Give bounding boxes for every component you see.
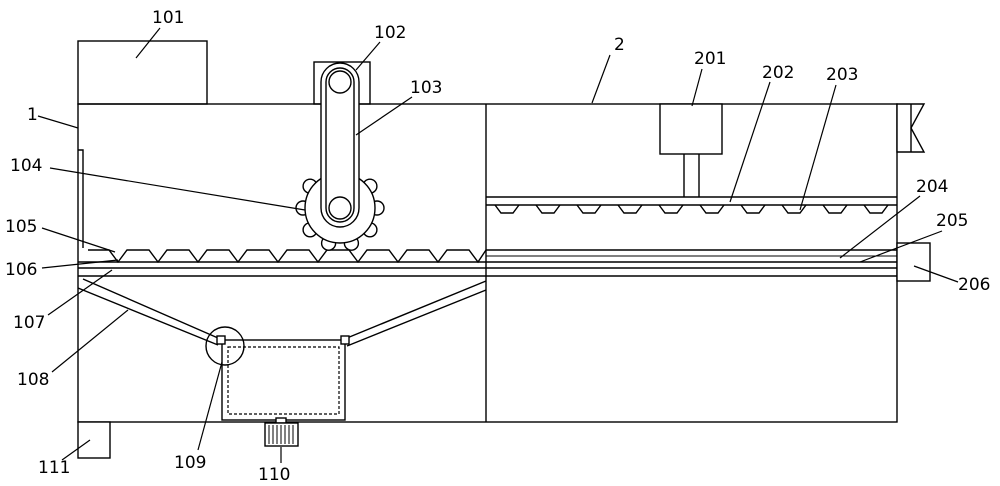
collection-box-109 (221, 339, 346, 421)
belt-103-outer (320, 62, 360, 228)
label-105: 105 (5, 217, 37, 237)
label-201: 201 (694, 49, 726, 69)
label-110: 110 (258, 465, 290, 485)
collection-box-inner (227, 346, 340, 415)
funnel-left-inner (82, 278, 219, 339)
leader-lines (37, 27, 959, 463)
label-205: 205 (936, 211, 968, 231)
sawtooth-plate-105 (88, 249, 487, 264)
press-teeth-203 (494, 204, 889, 214)
label-109: 109 (174, 453, 206, 473)
pulley-top (328, 70, 352, 94)
funnel-left-outer (77, 287, 219, 346)
belt-103-inner (325, 67, 355, 223)
top-box-101 (77, 40, 208, 105)
leg-111 (77, 421, 111, 459)
motor-110-fins (268, 425, 294, 444)
detail-circle (205, 326, 245, 366)
label-102: 102 (374, 23, 406, 43)
label-202: 202 (762, 63, 794, 83)
label-103: 103 (410, 78, 442, 98)
label-107: 107 (13, 313, 45, 333)
label-206: 206 (958, 275, 990, 295)
pulley-bottom (328, 196, 352, 220)
left-side-plate (78, 149, 84, 248)
label-2: 2 (614, 35, 625, 55)
motor-110-shaft (275, 417, 287, 424)
funnel-right-outer (346, 289, 487, 347)
label-111: 111 (38, 458, 70, 478)
main-frame (77, 103, 898, 423)
label-204: 204 (916, 177, 948, 197)
box-flange-left (216, 335, 226, 345)
box-206 (896, 242, 931, 282)
cylinder-201 (659, 103, 723, 155)
label-108: 108 (17, 370, 49, 390)
label-203: 203 (826, 65, 858, 85)
box-flange-right (340, 335, 350, 345)
label-106: 106 (5, 260, 37, 280)
funnel-right-inner (346, 280, 487, 339)
label-104: 104 (10, 156, 42, 176)
label-1: 1 (27, 105, 38, 125)
label-101: 101 (152, 8, 184, 28)
